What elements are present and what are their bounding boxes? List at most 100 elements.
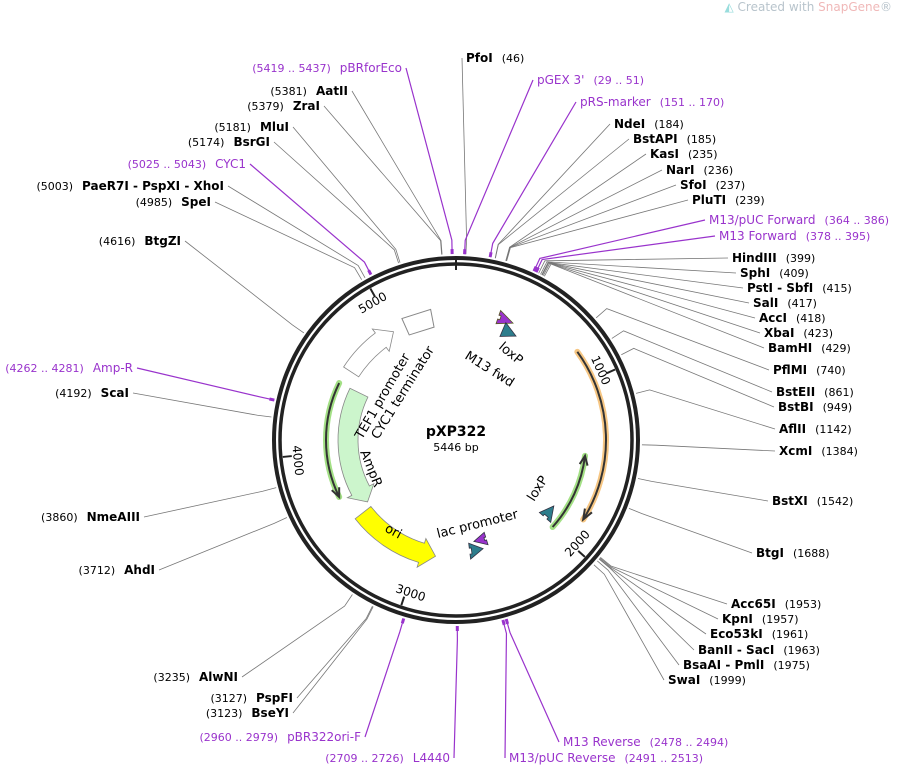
enzyme-site-label[interactable]: Eco53kI(1961) bbox=[710, 627, 808, 641]
enzyme-site-label[interactable]: (3235)AlwNI bbox=[153, 670, 238, 684]
site-position: (4616) bbox=[99, 235, 136, 248]
site-position: (3712) bbox=[79, 564, 116, 577]
enzyme-site-label[interactable]: (4616)BtgZI bbox=[99, 234, 181, 248]
leader-line bbox=[502, 619, 508, 759]
site-name: M13/pUC Forward bbox=[709, 213, 816, 227]
enzyme-site-label[interactable]: KasI(235) bbox=[650, 147, 718, 161]
site-position: (3235) bbox=[153, 671, 190, 684]
enzyme-site-label[interactable]: SfoI(237) bbox=[680, 178, 745, 192]
enzyme-site-label[interactable]: SphI(409) bbox=[740, 266, 809, 280]
primer-label[interactable]: M13 Reverse(2478 .. 2494) bbox=[563, 735, 728, 749]
leader-line bbox=[538, 257, 729, 274]
plasmid-length: 5446 bp bbox=[433, 441, 478, 454]
lac-promoter-feature[interactable] bbox=[468, 542, 484, 560]
enzyme-site-label[interactable]: NarI(236) bbox=[666, 163, 733, 177]
primer-label[interactable]: (4262 .. 4281)Amp-R bbox=[5, 361, 133, 375]
leader-line bbox=[273, 141, 399, 264]
enzyme-site-label[interactable]: HindIII(399) bbox=[732, 251, 815, 265]
enzyme-site-label[interactable]: (3860)NmeAIII bbox=[41, 510, 140, 524]
ori-feature[interactable] bbox=[354, 505, 437, 569]
enzyme-site-label[interactable]: (3127)PspFI bbox=[210, 691, 293, 705]
site-position: (415) bbox=[822, 282, 852, 295]
primer-label[interactable]: (2709 .. 2726)L4440 bbox=[325, 751, 450, 765]
enzyme-site-label[interactable]: (5381)AatII bbox=[270, 84, 348, 98]
primer-label[interactable]: M13 Forward(378 .. 395) bbox=[719, 229, 870, 243]
primer-label[interactable]: M13/pUC Reverse(2491 .. 2513) bbox=[509, 751, 703, 765]
enzyme-site-label[interactable]: BstAPI(185) bbox=[633, 132, 716, 146]
tick-label: 3000 bbox=[394, 581, 427, 604]
site-name: KasI bbox=[650, 147, 679, 161]
enzyme-site-label[interactable]: BsaAI - PmlI(1975) bbox=[683, 658, 810, 672]
enzyme-site-label[interactable]: (4192)ScaI bbox=[55, 386, 129, 400]
loxp-feature-2[interactable] bbox=[538, 505, 555, 524]
enzyme-site-label[interactable]: BstEII(861) bbox=[776, 385, 854, 399]
enzyme-site-label[interactable]: PfoI(46) bbox=[466, 51, 524, 65]
enzyme-site-label[interactable]: BamHI(429) bbox=[768, 341, 851, 355]
enzyme-site-label[interactable]: AflII(1142) bbox=[779, 422, 852, 436]
site-position: (5379) bbox=[247, 100, 284, 113]
leader-line bbox=[593, 564, 665, 681]
leader-line bbox=[635, 389, 776, 430]
leader-line bbox=[241, 594, 353, 678]
enzyme-site-label[interactable]: (3123)BseYI bbox=[206, 706, 289, 720]
primer-label[interactable]: (2960 .. 2979)pBR322ori-F bbox=[200, 730, 362, 744]
leader-line bbox=[505, 153, 647, 261]
tef1-promoter-feature[interactable] bbox=[343, 328, 394, 378]
orange-feature-arc[interactable] bbox=[576, 351, 607, 521]
primer-label[interactable]: pGEX 3'(29 .. 51) bbox=[537, 73, 644, 87]
enzyme-site-label[interactable]: SalI(417) bbox=[753, 296, 817, 310]
primer-label[interactable]: pRS-marker(151 .. 170) bbox=[580, 95, 724, 109]
enzyme-site-label[interactable]: (4985)SpeI bbox=[136, 195, 211, 209]
enzyme-site-label[interactable]: (5174)BsrGI bbox=[188, 135, 270, 149]
leader-line bbox=[323, 105, 443, 255]
enzyme-site-label[interactable]: BstBI (949) bbox=[778, 400, 852, 414]
loxp-feature-1[interactable] bbox=[499, 321, 517, 337]
enzyme-site-label[interactable]: XcmI(1384) bbox=[779, 444, 858, 458]
leader-line bbox=[621, 347, 775, 408]
enzyme-site-label[interactable]: PstI - SbfI(415) bbox=[747, 281, 852, 295]
enzyme-site-label[interactable]: AccI(418) bbox=[759, 311, 826, 325]
green-feature-arc-right[interactable] bbox=[551, 455, 587, 528]
enzyme-site-label[interactable]: XbaI(423) bbox=[764, 326, 833, 340]
primer-label[interactable]: (5025 .. 5043)CYC1 bbox=[128, 157, 246, 171]
green-feature-arc-right-glow bbox=[549, 452, 589, 530]
enzyme-site-label[interactable]: (3712)AhdI bbox=[79, 563, 155, 577]
enzyme-site-label[interactable]: BtgI(1688) bbox=[756, 546, 830, 560]
site-position: (1542) bbox=[817, 495, 854, 508]
site-name: BamHI bbox=[768, 341, 812, 355]
leader-line bbox=[542, 262, 761, 334]
green-feature-arc-left[interactable] bbox=[325, 382, 341, 498]
enzyme-site-label[interactable]: KpnI(1957) bbox=[722, 612, 798, 626]
site-name: SpeI bbox=[181, 195, 211, 209]
enzyme-site-label[interactable]: NdeI(184) bbox=[614, 117, 684, 131]
leader-line bbox=[296, 605, 373, 699]
site-name: ScaI bbox=[101, 386, 129, 400]
site-position: (1961) bbox=[772, 628, 809, 641]
primer-label[interactable]: M13/pUC Forward(364 .. 386) bbox=[709, 213, 889, 227]
ampr-feature[interactable] bbox=[337, 387, 375, 503]
m13-fwd-feature[interactable] bbox=[495, 309, 514, 325]
lac-primer-feature[interactable] bbox=[473, 531, 489, 546]
enzyme-site-label[interactable]: SwaI(1999) bbox=[668, 673, 746, 687]
tick-mark bbox=[369, 288, 376, 297]
leader-line bbox=[541, 262, 750, 304]
site-name: SwaI bbox=[668, 673, 700, 687]
enzyme-site-label[interactable]: BstXI (1542) bbox=[772, 494, 853, 508]
site-name: AccI bbox=[759, 311, 787, 325]
tick-mark bbox=[606, 368, 616, 375]
site-position: (2709 .. 2726) bbox=[325, 752, 404, 765]
enzyme-site-label[interactable]: (5003)PaeR7I - PspXI - XhoI bbox=[36, 179, 224, 193]
site-name: BstBI bbox=[778, 400, 814, 414]
site-position: (949) bbox=[823, 401, 853, 414]
enzyme-site-label[interactable]: PflMI(740) bbox=[773, 363, 846, 377]
enzyme-site-label[interactable]: PluTI(239) bbox=[692, 193, 765, 207]
site-name: BstXI bbox=[772, 494, 808, 508]
enzyme-site-label[interactable]: Acc65I(1953) bbox=[731, 597, 821, 611]
site-position: (417) bbox=[787, 297, 817, 310]
enzyme-site-label[interactable]: (5379)ZraI bbox=[247, 99, 320, 113]
cyc1-terminator-feature[interactable] bbox=[401, 308, 435, 336]
enzyme-site-label[interactable]: BanII - SacI(1963) bbox=[698, 643, 820, 657]
primer-label[interactable]: (5419 .. 5437)pBRforEco bbox=[252, 61, 402, 75]
enzyme-site-label[interactable]: (5181)MluI bbox=[214, 120, 289, 134]
